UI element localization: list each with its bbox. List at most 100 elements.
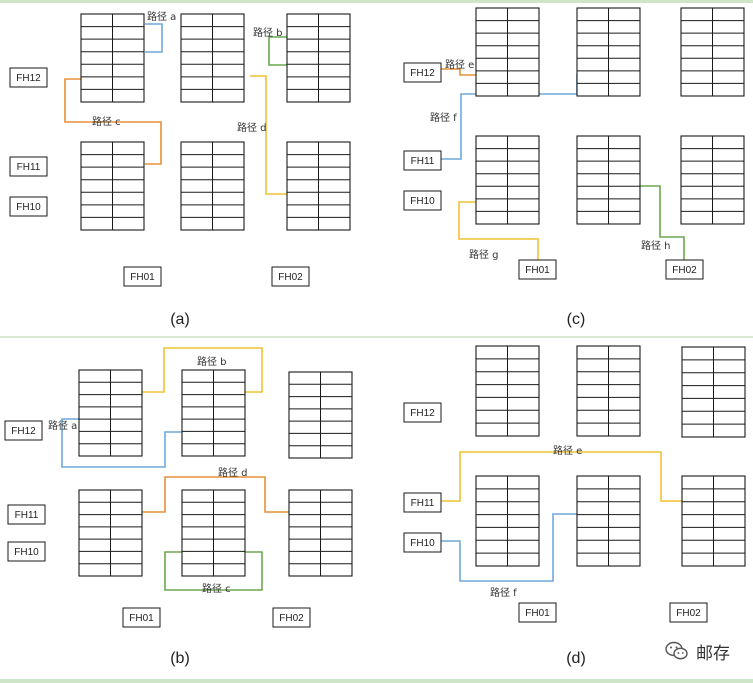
route-line: [640, 185, 685, 260]
route-label: 路径 b: [253, 26, 283, 39]
station-label-text: FH01: [525, 608, 550, 619]
route-label: 路径 f: [430, 111, 457, 124]
storage-rack: [576, 345, 641, 437]
panel-caption: (d): [566, 650, 586, 667]
route-line: [441, 513, 577, 582]
station-label: FH02: [271, 266, 310, 287]
route-label: 路径 c: [92, 115, 121, 128]
storage-rack: [181, 489, 246, 577]
station-label: FH01: [122, 607, 161, 628]
storage-rack: [475, 7, 540, 97]
station-label-text: FH01: [129, 613, 154, 624]
station-label-text: FH10: [16, 202, 41, 213]
station-label: FH12: [4, 420, 43, 441]
route-label: 路径 e: [553, 444, 582, 457]
station-label: FH12: [403, 402, 442, 423]
route-label: 路径 c: [202, 582, 231, 595]
route-line: [250, 75, 287, 195]
station-label-text: FH10: [410, 538, 435, 549]
station-label-text: FH11: [17, 162, 41, 173]
panel-caption: (a): [170, 311, 190, 328]
station-label-text: FH01: [525, 265, 550, 276]
storage-rack: [576, 475, 641, 567]
station-label-text: FH12: [16, 73, 41, 84]
station-label: FH10: [7, 541, 46, 562]
station-label-text: FH02: [676, 608, 701, 619]
station-label-text: FH11: [15, 510, 39, 521]
storage-rack: [681, 346, 746, 438]
station-label: FH10: [403, 190, 442, 211]
storage-rack: [78, 489, 143, 577]
bottom-border: [0, 679, 753, 683]
route-label: 路径 d: [237, 121, 267, 134]
storage-rack: [576, 135, 641, 225]
route-label: 路径 d: [218, 466, 248, 479]
storage-rack: [681, 475, 746, 567]
storage-rack: [680, 7, 745, 97]
storage-rack: [680, 135, 745, 225]
wechat-icon: [665, 641, 688, 660]
route-line: [441, 451, 682, 502]
station-label-text: FH10: [14, 547, 39, 558]
station-label: FH02: [272, 607, 311, 628]
station-label: FH11: [9, 156, 48, 177]
storage-rack: [78, 369, 143, 457]
station-label-text: FH12: [11, 426, 36, 437]
route-label: 路径 h: [641, 239, 671, 252]
route-label: 路径 a: [48, 419, 77, 432]
station-label-text: FH11: [411, 498, 435, 509]
route-line: [458, 201, 539, 260]
storage-rack: [180, 141, 245, 231]
station-label-text: FH10: [410, 196, 435, 207]
storage-rack: [180, 13, 245, 103]
watermark-text: 邮存: [696, 643, 730, 664]
route-line: [268, 36, 287, 66]
station-label: FH01: [518, 259, 557, 280]
route-line: [142, 476, 289, 513]
top-border: [0, 0, 753, 3]
station-label-text: FH02: [279, 613, 304, 624]
storage-rack: [80, 13, 145, 103]
station-label: FH02: [669, 602, 708, 623]
station-label-text: FH02: [278, 272, 303, 283]
storage-rack: [475, 475, 540, 567]
route-line: [142, 347, 263, 393]
station-label: FH12: [9, 67, 48, 88]
station-label: FH11: [403, 492, 442, 513]
route-label: 路径 e: [445, 58, 474, 71]
panel-caption: (c): [567, 311, 586, 328]
station-label-text: FH01: [130, 272, 155, 283]
station-label: FH11: [403, 150, 442, 171]
route-line: [61, 418, 182, 468]
route-line: [164, 551, 263, 591]
station-label-text: FH02: [672, 265, 697, 276]
station-label: FH12: [403, 62, 442, 83]
storage-rack: [475, 135, 540, 225]
route-line: [441, 68, 476, 76]
storage-rack: [288, 489, 353, 577]
storage-rack: [80, 141, 145, 231]
station-label: FH01: [123, 266, 162, 287]
watermark: 邮存: [664, 638, 730, 664]
storage-rack: [181, 369, 246, 457]
storage-rack: [288, 371, 353, 459]
station-label: FH01: [518, 602, 557, 623]
route-line: [64, 78, 162, 165]
route-label: 路径 b: [197, 355, 227, 368]
storage-rack: [475, 345, 540, 437]
station-label-text: FH12: [410, 408, 435, 419]
panel-caption: (b): [170, 650, 190, 667]
route-label: 路径 g: [469, 248, 499, 261]
station-label: FH11: [7, 504, 46, 525]
storage-rack: [286, 141, 351, 231]
route-line: [145, 23, 163, 53]
storage-rack: [286, 13, 351, 103]
middle-divider: [0, 336, 753, 338]
station-label: FH10: [403, 532, 442, 553]
storage-rack: [576, 7, 641, 97]
